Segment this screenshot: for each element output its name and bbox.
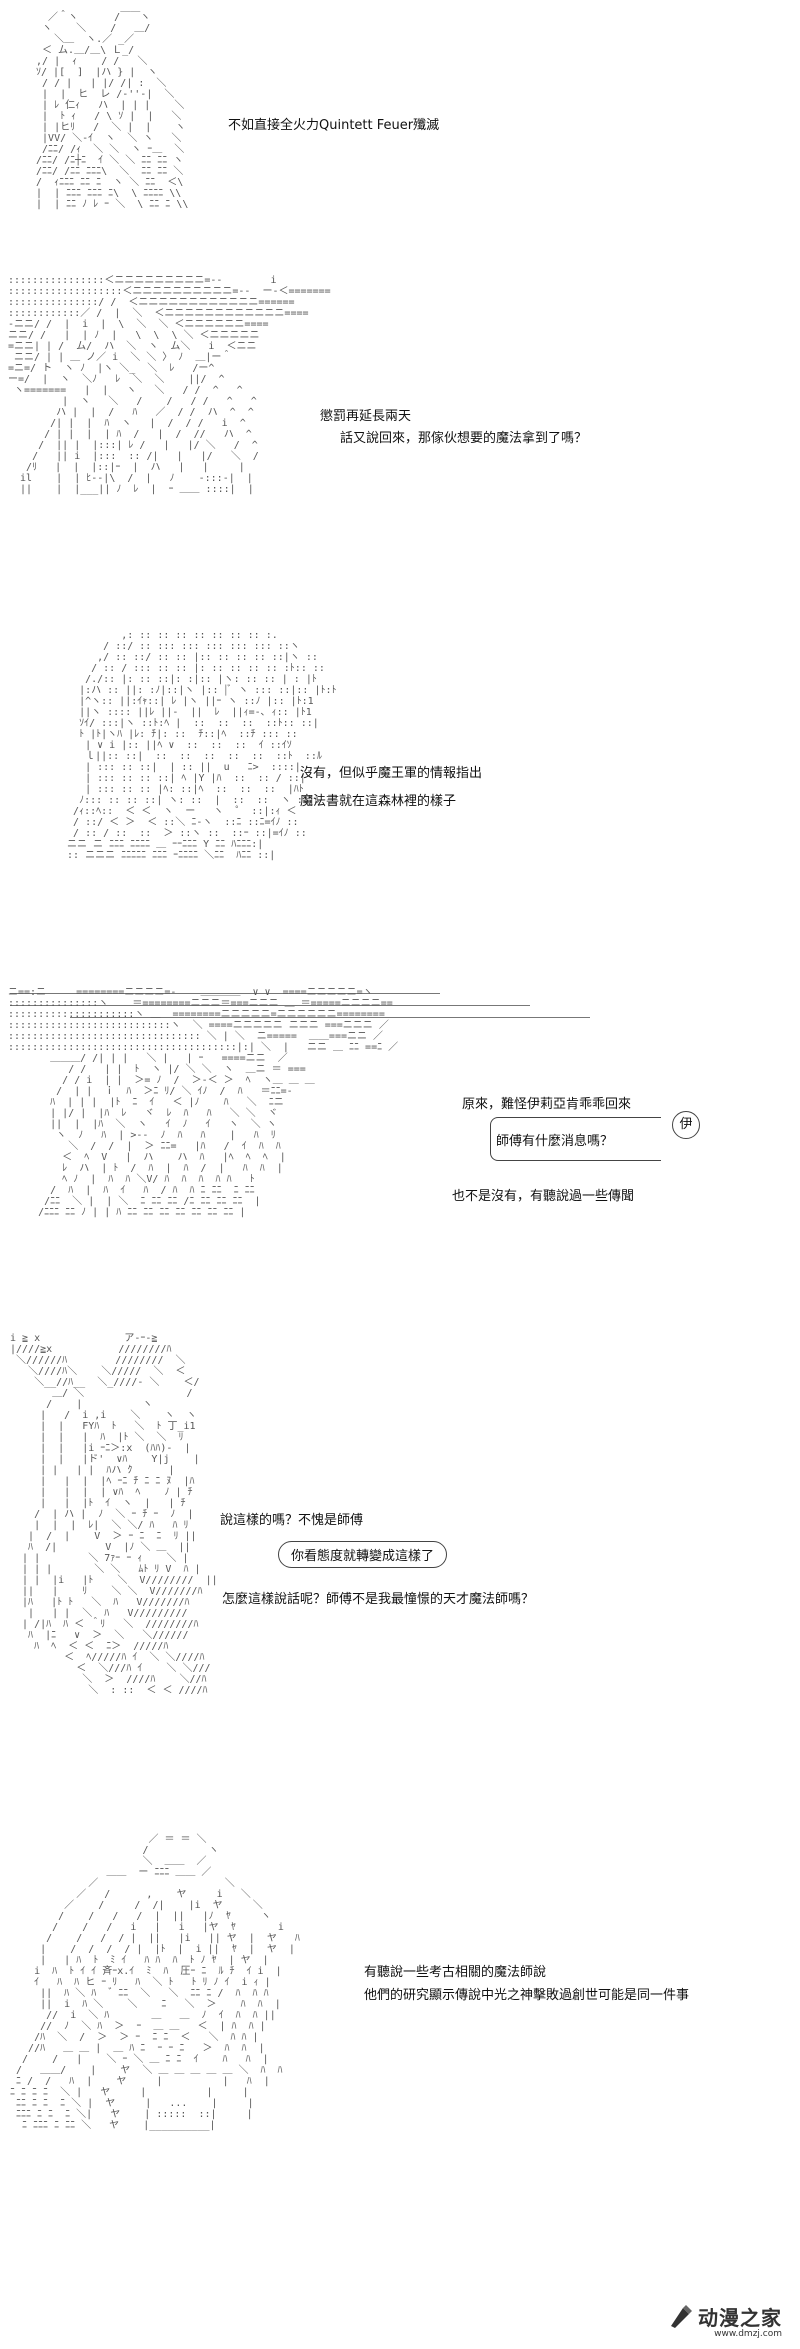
panel-2: ::::::::::::::::＜ニニニニニニニニニ=-- i ::::::::… — [0, 265, 800, 610]
speech-bracket — [490, 1117, 661, 1161]
panel-6: ／ ＝ ＝ ＼ / ヽ ＼ ＿＿ ／ ＿＿ ー ﾆﾆﾆ ＿＿ ／ ／ ＼ ／ /… — [0, 1830, 800, 2349]
panel-3: ,: :: :: :: :: :: :: :: :. / ::/ :: ::: … — [0, 620, 800, 960]
speed-line — [70, 1017, 590, 1018]
ascii-art-figure: ::::::::::::::::＜ニニニニニニニニニ=-- i ::::::::… — [8, 275, 331, 495]
watermark-url: www.dmzj.com — [714, 2329, 782, 2339]
panel-1: ／＾ヽ /￣￣ヽ ヽ ＼ / ＿/ ＼＿ ヽ.／ _／ ＜ ム.＿/＿\ Ｌ_/… — [0, 0, 800, 260]
dialogue-line: 原來，難怪伊莉亞肯乖乖回來 — [462, 1097, 632, 1112]
dialogue-line: 師傅有什麼消息嗎？ — [496, 1134, 614, 1149]
speed-line — [10, 1005, 530, 1006]
watermark: 动漫之家 www.dmzj.com — [667, 2302, 782, 2339]
dialogue-line: 說這樣的嗎？不愧是師傅 — [220, 1513, 364, 1528]
pen-logo-icon — [670, 2304, 692, 2328]
dialogue-line: 沒有，但似乎魔王軍的情報指出 — [300, 766, 483, 781]
ascii-art-figure: ／ ＝ ＝ ＼ / ヽ ＼ ＿＿ ／ ＿＿ ー ﾆﾆﾆ ＿＿ ／ ／ ＼ ／ /… — [10, 1834, 300, 2131]
dialogue-line: 話又說回來，那傢伙想要的魔法拿到了嗎？ — [340, 431, 588, 446]
ascii-art-figure: ／＾ヽ /￣￣ヽ ヽ ＼ / ＿/ ＼＿ ヽ.／ _／ ＜ ム.＿/＿\ Ｌ_/… — [36, 12, 189, 210]
speech-bubble: 你看態度就轉變成這樣了 — [278, 1541, 448, 1568]
dialogue-line: 不如直接全火力Quintett Feuer殲滅 — [228, 118, 440, 133]
ascii-art-figure: ニ==:ニ ========ニニニニ=- ＿＿＿＿ ∨ ∨ ====ニニニニニ=… — [8, 987, 399, 1218]
panel-5: i ≧ x ア-ｰ-≧ |////≧x ////////ﾊ ＼//////ﾊ /… — [0, 1325, 800, 1825]
dialogue-line: 也不是沒有，有聽說過一些傳聞 — [452, 1189, 635, 1204]
dialogue-line: 怎麼這樣說話呢？師傅不是我最憧憬的天才魔法師嗎？ — [222, 1592, 535, 1607]
speaker-tag: 伊 — [672, 1111, 700, 1139]
ascii-art-figure: i ≧ x ア-ｰ-≧ |////≧x ////////ﾊ ＼//////ﾊ /… — [10, 1333, 218, 1696]
dialogue-line: 有聽說一些考古相關的魔法師說 — [364, 1965, 547, 1980]
watermark-name: 动漫之家 — [698, 2306, 782, 2330]
dialogue-line: 魔法書就在這森林裡的樣子 — [300, 794, 457, 809]
speed-line — [10, 993, 440, 994]
dialogue-line: 懲罰再延長兩天 — [320, 409, 412, 424]
ascii-art-figure: ,: :: :: :: :: :: :: :: :. / ::/ :: ::: … — [67, 630, 337, 861]
panel-4: ニ==:ニ ========ニニニニ=- ＿＿＿＿ ∨ ∨ ====ニニニニニ=… — [0, 985, 800, 1315]
dialogue-line: 他們的研究顯示傳說中光之神擊敗過創世可能是同一件事 — [364, 1988, 690, 2003]
